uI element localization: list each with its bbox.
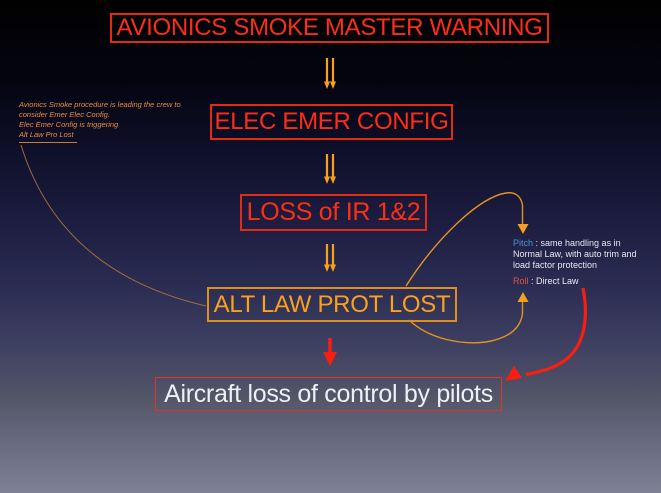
flow-node-elec-emer-config: ELEC EMER CONFIG: [210, 104, 453, 140]
left-annotation-line: Elec Emer Config is triggering: [19, 120, 119, 129]
roll-crash-arrow: [505, 287, 587, 381]
left-annotation: Avionics Smoke procedure is leading the …: [19, 100, 209, 140]
pitch-text: : same handling as in Normal Law, with a…: [513, 238, 637, 270]
flow-node-alt-law-prot-lost: ALT LAW PROT LOST: [207, 287, 457, 322]
flow-node-loss-of-control: Aircraft loss of control by pilots: [155, 377, 502, 411]
flow-node-avionics-smoke-warning: AVIONICS SMOKE MASTER WARNING: [110, 13, 549, 43]
left-annotation-line: Avionics Smoke procedure is leading the …: [19, 100, 181, 109]
left-note-link-curve: [20, 144, 207, 307]
arrow-down-double-icon: [324, 244, 336, 272]
arrow-down-double-icon: [324, 154, 336, 184]
pitch-annotation: Pitch : same handling as in Normal Law, …: [513, 238, 637, 271]
roll-text: : Direct Law: [528, 276, 579, 286]
arrow-down-red-icon: [323, 338, 337, 366]
roll-term: Roll: [513, 276, 529, 286]
flow-node-loss-of-ir: LOSS of IR 1&2: [240, 194, 427, 231]
left-annotation-line: consider Emer Elec Config.: [19, 110, 110, 119]
roll-annotation: Roll : Direct Law: [513, 276, 637, 287]
arrow-down-double-icon: [324, 58, 336, 89]
pitch-term: Pitch: [513, 238, 534, 248]
left-annotation-line: Alt Law Pro Lost: [19, 130, 74, 139]
